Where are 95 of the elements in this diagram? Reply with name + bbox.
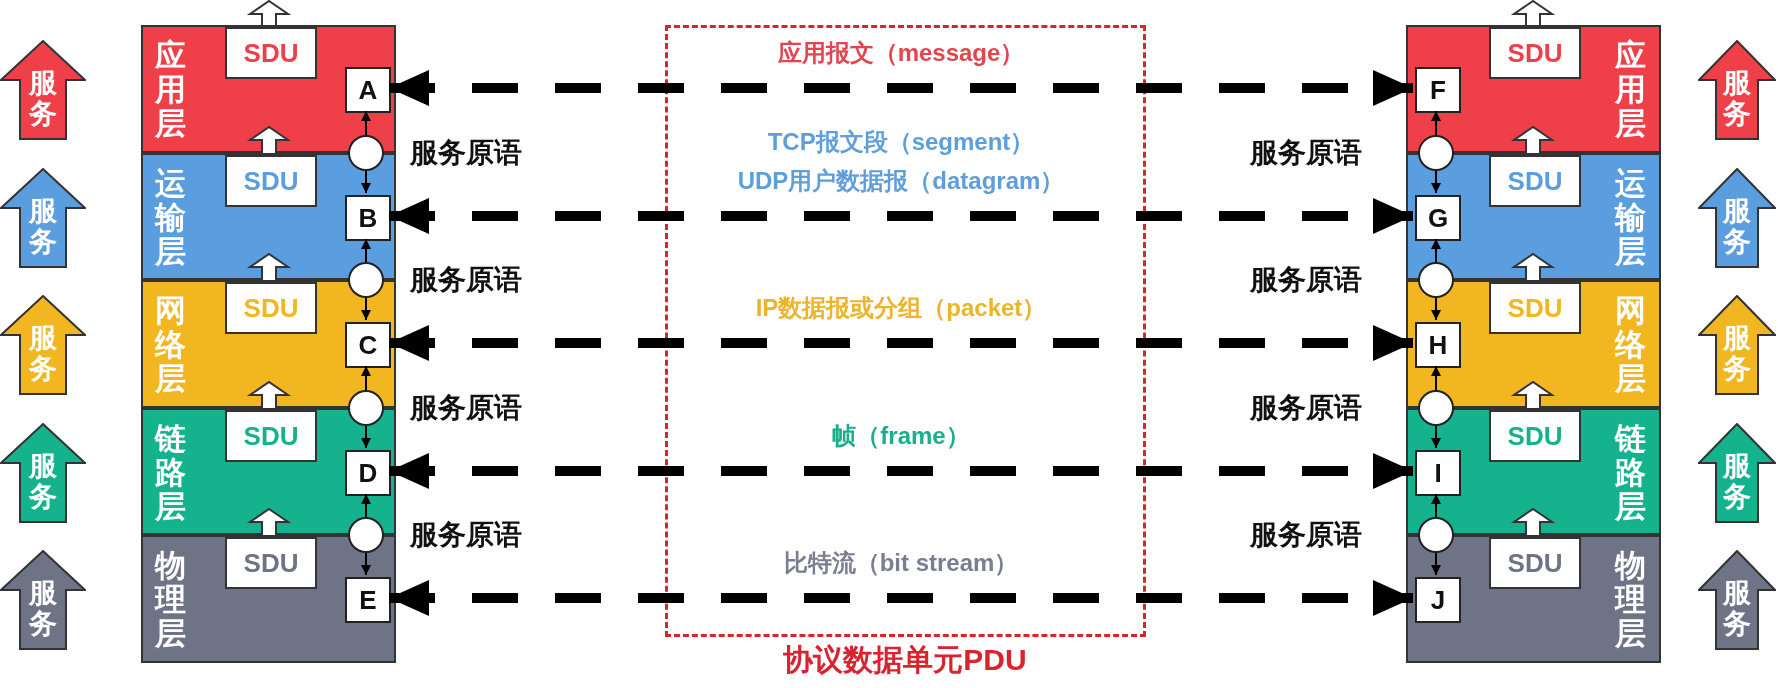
primitive-label: 服务原语 bbox=[410, 264, 522, 297]
layer-band bbox=[141, 280, 396, 408]
dashed-arrow bbox=[389, 70, 1413, 106]
arrow bbox=[1431, 493, 1441, 518]
edge-label: IP数据报或分组（packet） bbox=[754, 292, 1048, 323]
layer-name: 应用层 bbox=[1615, 39, 1646, 142]
access-point-box: C bbox=[345, 322, 391, 368]
service-label: 服务 bbox=[1723, 196, 1751, 258]
service-label: 服务 bbox=[1723, 578, 1751, 640]
layer-name: 链路层 bbox=[1615, 422, 1646, 525]
service-label: 服务 bbox=[1723, 323, 1751, 385]
block-arrow bbox=[1510, 0, 1556, 26]
block-arrow bbox=[246, 380, 292, 409]
arrow bbox=[1431, 365, 1441, 391]
dashed-arrow bbox=[389, 580, 1413, 616]
sdu-box: SDU bbox=[225, 282, 317, 334]
access-point-box: B bbox=[345, 195, 391, 241]
sdu-box: SDU bbox=[1489, 282, 1581, 334]
layer-name: 网络层 bbox=[155, 294, 186, 397]
block-arrow bbox=[1510, 125, 1556, 154]
dashed-arrow bbox=[389, 325, 1413, 361]
block-arrow bbox=[246, 0, 292, 26]
layer-name: 运输层 bbox=[155, 167, 186, 270]
arrow bbox=[361, 297, 371, 321]
primitive-label: 服务原语 bbox=[1250, 519, 1362, 552]
edge-label: 比特流（bit stream） bbox=[782, 547, 1020, 578]
block-arrow bbox=[246, 125, 292, 154]
access-point-box: H bbox=[1415, 322, 1461, 368]
service-label: 服务 bbox=[29, 451, 57, 513]
arrow bbox=[1431, 238, 1441, 263]
arrow bbox=[1431, 552, 1441, 576]
primitive-label: 服务原语 bbox=[1250, 264, 1362, 297]
block-arrow bbox=[1510, 380, 1556, 409]
sdu-box: SDU bbox=[225, 410, 317, 462]
edge-label: 应用报文（message） bbox=[776, 37, 1026, 68]
layer-name: 链路层 bbox=[155, 422, 186, 525]
edge-label: 帧（frame） bbox=[831, 420, 971, 451]
access-point-box: I bbox=[1415, 450, 1461, 496]
layer-name: 运输层 bbox=[1615, 167, 1646, 270]
layer-band bbox=[1406, 25, 1661, 153]
layer-name: 物理层 bbox=[1615, 549, 1646, 652]
arrow bbox=[361, 552, 371, 576]
layer-band bbox=[1406, 535, 1661, 663]
primitive-label: 服务原语 bbox=[410, 519, 522, 552]
dashed-arrow bbox=[389, 198, 1413, 234]
service-label: 服务 bbox=[29, 323, 57, 385]
sdu-box: SDU bbox=[1489, 27, 1581, 79]
arrow bbox=[361, 493, 371, 518]
service-label: 服务 bbox=[29, 196, 57, 258]
arrow bbox=[361, 425, 371, 449]
service-label: 服务 bbox=[29, 68, 57, 130]
arrow bbox=[361, 238, 371, 263]
layer-band bbox=[1406, 408, 1661, 535]
sdu-box: SDU bbox=[225, 27, 317, 79]
layer-band bbox=[1406, 280, 1661, 408]
block-arrow bbox=[246, 252, 292, 281]
service-label: 服务 bbox=[29, 578, 57, 640]
dashed-arrow bbox=[389, 453, 1413, 489]
arrow bbox=[1431, 425, 1441, 449]
access-point-box: J bbox=[1415, 577, 1461, 623]
sdu-box: SDU bbox=[1489, 155, 1581, 207]
access-point-box: F bbox=[1415, 67, 1461, 113]
block-arrow bbox=[1510, 252, 1556, 281]
arrow bbox=[1431, 110, 1441, 136]
access-point-box: D bbox=[345, 450, 391, 496]
layer-name: 网络层 bbox=[1615, 294, 1646, 397]
primitive-label: 服务原语 bbox=[410, 137, 522, 170]
primitive-label: 服务原语 bbox=[1250, 392, 1362, 425]
edge-label: TCP报文段（segment） UDP用户数据报（datagram） bbox=[736, 127, 1066, 196]
arrow bbox=[361, 110, 371, 136]
pdu-heading: 协议数据单元PDU bbox=[783, 643, 1027, 676]
layer-band bbox=[141, 153, 396, 280]
layer-band bbox=[1406, 153, 1661, 280]
arrow bbox=[361, 170, 371, 194]
access-point-box: A bbox=[345, 67, 391, 113]
layer-band bbox=[141, 408, 396, 535]
layer-name: 物理层 bbox=[155, 549, 186, 652]
access-point-box: E bbox=[345, 577, 391, 623]
access-point-box: G bbox=[1415, 195, 1461, 241]
sdu-box: SDU bbox=[1489, 537, 1581, 589]
arrow bbox=[1431, 170, 1441, 194]
layer-band bbox=[141, 25, 396, 153]
layer-name: 应用层 bbox=[155, 39, 186, 142]
primitive-label: 服务原语 bbox=[410, 392, 522, 425]
service-label: 服务 bbox=[1723, 451, 1751, 513]
arrow bbox=[361, 365, 371, 391]
arrow bbox=[1431, 297, 1441, 321]
block-arrow bbox=[1510, 507, 1556, 536]
primitive-label: 服务原语 bbox=[1250, 137, 1362, 170]
layer-band bbox=[141, 535, 396, 663]
sdu-box: SDU bbox=[225, 537, 317, 589]
sdu-box: SDU bbox=[1489, 410, 1581, 462]
service-label: 服务 bbox=[1723, 68, 1751, 130]
block-arrow bbox=[246, 507, 292, 536]
sdu-box: SDU bbox=[225, 155, 317, 207]
